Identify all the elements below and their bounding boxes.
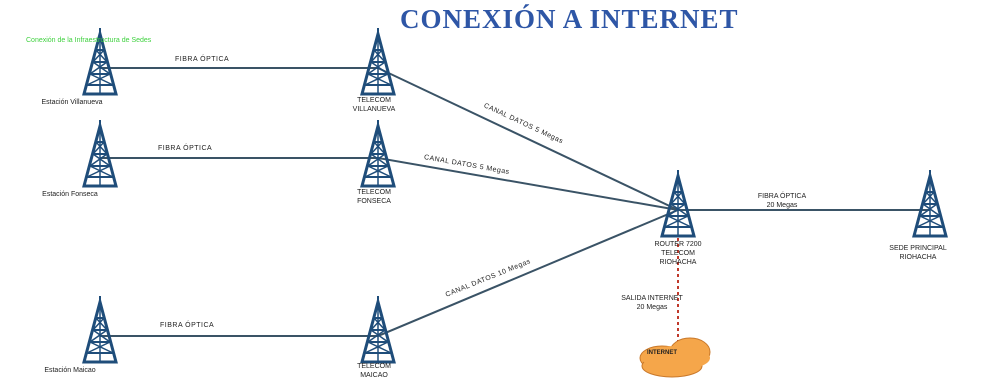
page-title: CONEXIÓN A INTERNET <box>400 4 739 34</box>
tower-label-telecom-maicao: TELECOM MAICAO <box>357 363 391 379</box>
tower-router-icon <box>660 168 696 238</box>
diagram-subtitle: Conexión de la Infraestructura de Sedes <box>26 37 152 44</box>
tower-telecom-maicao-icon <box>360 294 396 364</box>
link-label-fonseca: FIBRA ÓPTICA <box>158 145 213 152</box>
link-label-sede-fibra: FIBRA ÓPTICA 20 Megas <box>757 193 807 209</box>
tower-label-fonseca: Estación Fonseca <box>42 191 98 198</box>
link-label-villanueva: FIBRA ÓPTICA <box>175 56 230 63</box>
internet-cloud-icon <box>639 337 711 378</box>
link-label-salida-internet: SALIDA INTERNET 20 Megas <box>621 295 683 311</box>
tower-label-telecom-fonseca: TELECOM FONSECA <box>357 189 391 205</box>
tower-label-telecom-villanueva: TELECOM VILLANUEVA <box>352 97 396 113</box>
link-label-maicao: FIBRA ÓPTICA <box>160 322 215 329</box>
tower-fonseca-icon <box>82 118 118 188</box>
link-canal-fonseca <box>377 157 679 211</box>
tower-label-sede-principal: SEDE PRINCIPAL RIOHACHA <box>889 245 947 261</box>
tower-label-villanueva: Estación Villanueva <box>41 99 103 106</box>
tower-maicao-icon <box>82 294 118 364</box>
link-canal-villanueva <box>377 67 679 211</box>
tower-telecom-villanueva-icon <box>360 26 396 96</box>
tower-telecom-fonseca-icon <box>360 118 396 188</box>
tower-sede-principal-icon <box>912 168 948 238</box>
internet-cloud-label: INTERNET <box>647 350 677 356</box>
tower-label-maicao: Estación Maicao <box>44 367 96 374</box>
tower-label-router: ROUTER 7200 TELECOM RIOHACHA <box>654 241 702 266</box>
link-canal-maicao <box>377 209 679 337</box>
